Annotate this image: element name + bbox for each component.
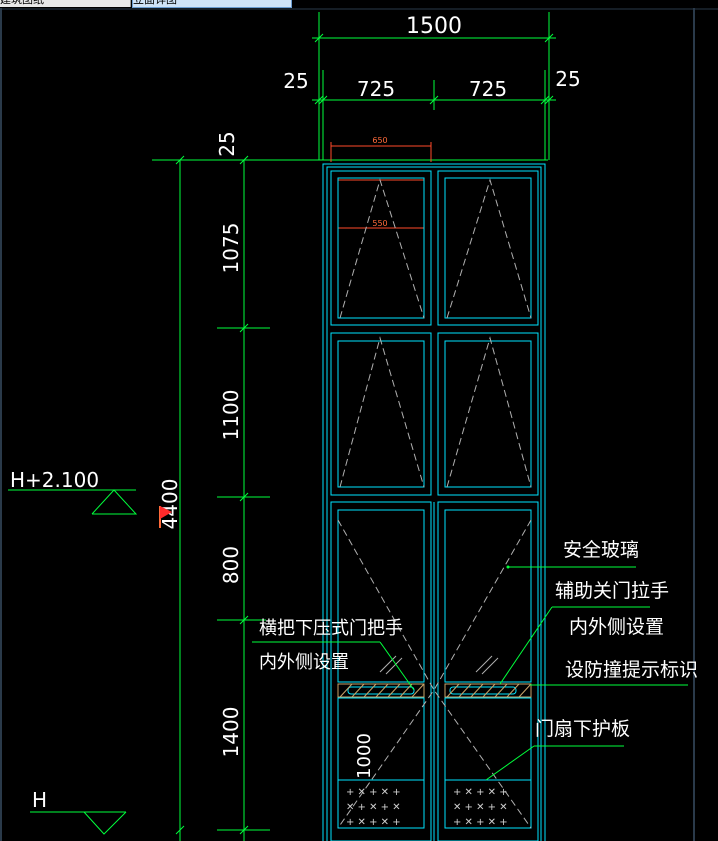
door-frame [322,163,546,841]
dim-overall-width: 1500 [406,14,462,39]
dim-leaf-width-left: 725 [357,77,395,101]
tab-bar: 建筑图纸 立面详图 [0,0,718,8]
leader-dot [506,565,510,569]
svg-text:+ ✕ + ✕ +: + ✕ + ✕ + [453,787,508,798]
dim-segment-3: 800 [219,546,243,584]
tab-drawing-2[interactable]: 立面详图 [132,0,292,8]
opening-indicators [337,178,532,829]
dim-segment-1: 1075 [219,223,243,274]
dim-side-margin-right: 25 [555,67,580,91]
left-dimensions [175,160,270,841]
handle-strip-right [444,683,532,698]
handle-strip-left [337,683,425,698]
svg-text:✕ + ✕ + ✕: ✕ + ✕ + ✕ [453,802,508,813]
annotation-lever-handle-2: 内外侧设置 [259,652,349,673]
level-base-label: H [32,788,47,812]
annotation-aux-handle-1: 辅助关门拉手 [555,580,669,602]
annotation-safety-glass: 安全玻璃 [563,539,639,561]
level-mark-upper [8,489,138,515]
dim-handle-span-bottom: 550 [372,219,387,228]
svg-text:✕ + ✕ + ✕: ✕ + ✕ + ✕ [346,802,401,813]
annotation-aux-handle-2: 内外侧设置 [569,616,664,638]
dim-side-margin-left: 25 [283,69,308,93]
annotation-kick-plate: 门扇下护板 [535,718,630,740]
handle-glyph-right [475,655,499,675]
dim-handle-span-top: 650 [372,136,387,145]
annotation-anti-collision: 设防撞提示标识 [565,659,698,681]
leader-lines [252,566,688,781]
handle-glyph-left [379,655,403,675]
svg-text:+ ✕ + ✕ +: + ✕ + ✕ + [346,787,401,798]
level-mark-base [30,811,127,835]
svg-text:+ ✕ + ✕ +: + ✕ + ✕ + [346,817,401,828]
dim-segment-4: 1400 [219,707,243,758]
annotation-lever-handle-1: 横把下压式门把手 [259,618,403,639]
svg-text:+ ✕ + ✕ +: + ✕ + ✕ + [453,817,508,828]
kick-plate-hatch: + ✕ + ✕ + ✕ + ✕ + ✕ + ✕ + ✕ + + ✕ + ✕ + … [346,787,508,828]
level-upper-label: H+2.100 [10,468,99,492]
flag-marker-icon [159,506,172,528]
dim-top-offset: 25 [215,131,239,156]
dim-segment-2: 1100 [219,390,243,441]
top-dimensions [152,12,556,165]
dim-total-height: 4400 [158,479,182,530]
handle-span-dimension [330,142,432,229]
dim-leaf-width-right: 725 [469,77,507,101]
dim-kickplate-height: 1000 [354,733,375,779]
tab-drawing-1[interactable]: 建筑图纸 [0,0,131,7]
